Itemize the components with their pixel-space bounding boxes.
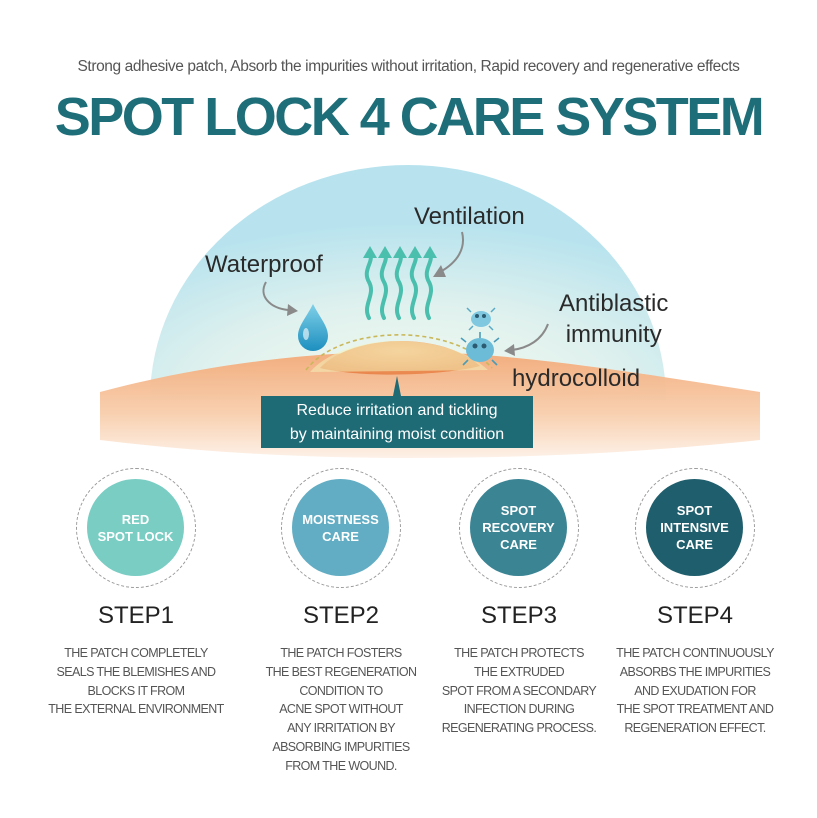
step-2-title: STEP2 [302, 602, 380, 629]
step-3-description: THE PATCH PROTECTS THE EXTRUDED SPOT FRO… [441, 646, 597, 736]
step-2-badge: MOISTNESS CARE [292, 479, 389, 576]
step-3: SPOT RECOVERY CARE STEP3 THE PATCH PROTE… [424, 468, 614, 738]
step-4-title: STEP4 [656, 602, 734, 629]
air-waves-icon [364, 252, 433, 320]
moist-condition-callout: Reduce irritation and tickling by mainta… [261, 396, 533, 448]
tagline: Strong adhesive patch, Absorb the impuri… [77, 58, 740, 75]
ventilation-label: Ventilation [414, 203, 525, 230]
page-title: SPOT LOCK 4 CARE SYSTEM [54, 87, 765, 147]
step-3-badge: SPOT RECOVERY CARE [470, 479, 567, 576]
step-4-badge-ring: SPOT INTENSIVE CARE [635, 468, 755, 588]
step-1-description: THE PATCH COMPLETELY SEALS THE BLEMISHES… [48, 646, 224, 717]
antiblastic-label: Antiblastic immunity [559, 290, 669, 348]
step-1-badge-ring: RED SPOT LOCK [76, 468, 196, 588]
step-4-badge: SPOT INTENSIVE CARE [646, 479, 743, 576]
waterproof-label: Waterproof [205, 251, 323, 278]
step-2-badge-ring: MOISTNESS CARE [281, 468, 401, 588]
step-3-title: STEP3 [480, 602, 558, 629]
step-1: RED SPOT LOCK STEP1 THE PATCH COMPLETELY… [41, 468, 231, 719]
curved-arrow-icon [262, 231, 549, 351]
step-4-description: THE PATCH CONTINUOUSLY ABSORBS THE IMPUR… [616, 646, 774, 736]
hydrocolloid-label: hydrocolloid [512, 365, 641, 392]
step-2: MOISTNESS CARE STEP2 THE PATCH FOSTERS T… [246, 468, 436, 776]
step-1-badge: RED SPOT LOCK [87, 479, 184, 576]
step-4: SPOT INTENSIVE CARE STEP4 THE PATCH CONT… [600, 468, 790, 738]
step-2-description: THE PATCH FOSTERS THE BEST REGENERATION … [265, 646, 417, 773]
bacteria-icon [460, 307, 500, 366]
step-1-title: STEP1 [97, 602, 175, 629]
step-3-badge-ring: SPOT RECOVERY CARE [459, 468, 579, 588]
